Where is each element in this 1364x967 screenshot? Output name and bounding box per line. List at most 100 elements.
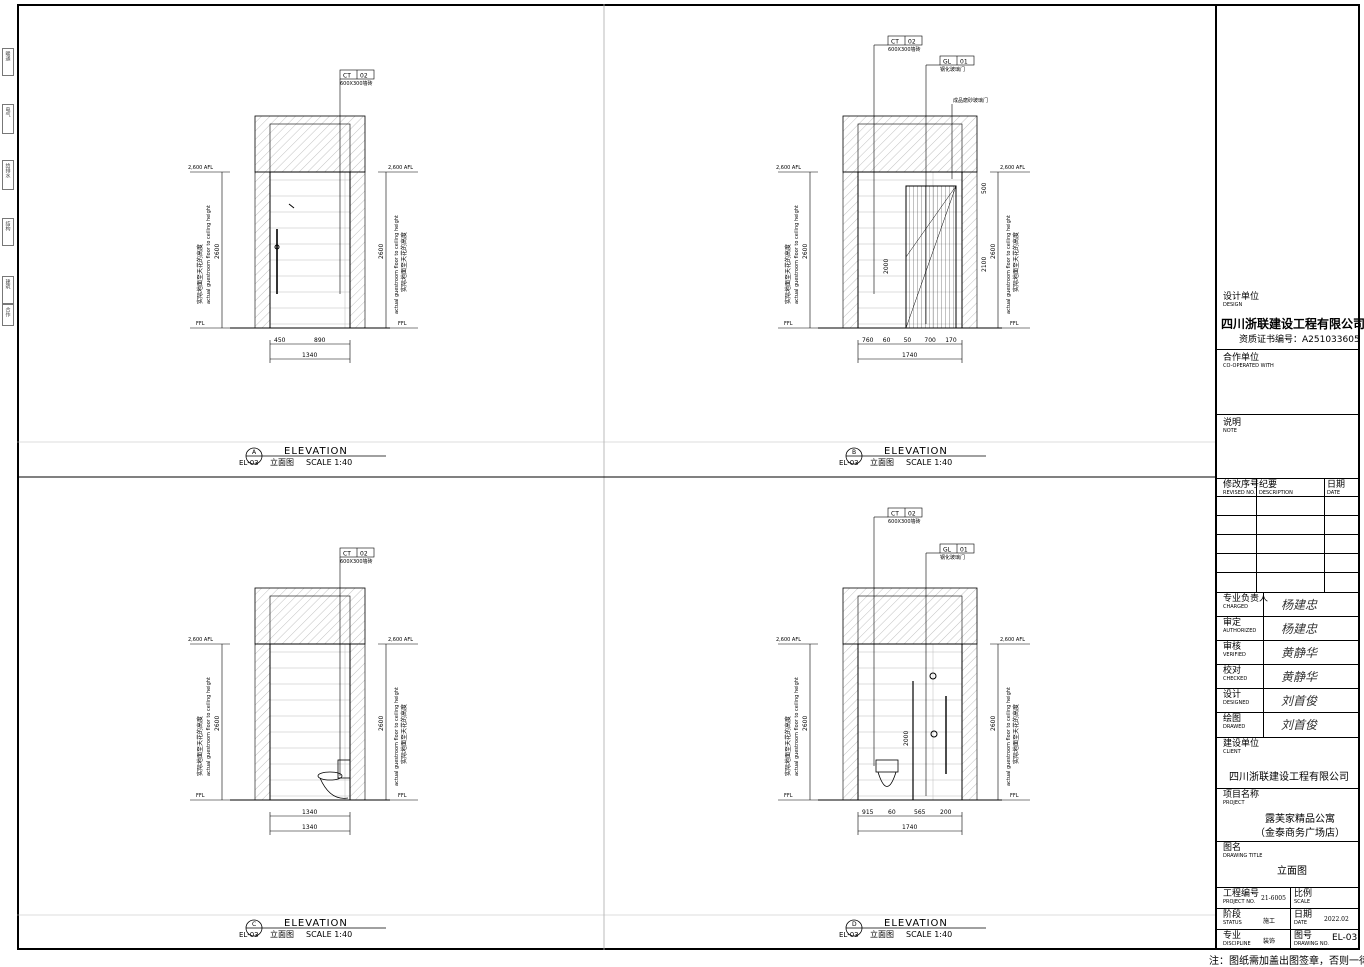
right-afl-label: 2,600 AFL: [1000, 165, 1025, 171]
role-signature-2: 黄静华: [1281, 646, 1318, 660]
left-height-en: actual guestroom floor to ceiling height: [206, 677, 212, 776]
dim-value-4: 170: [945, 337, 957, 344]
elevation-sheet: EL-03: [239, 931, 259, 939]
gl-tag-num: 01: [960, 547, 968, 554]
dim-value-3: 200: [940, 809, 952, 816]
elevation-subtitle: 立面图: [270, 457, 294, 467]
role-signature-0: 杨建忠: [1281, 598, 1318, 612]
elevation-subtitle: 立面图: [870, 929, 894, 939]
d-2000: 2000: [903, 731, 910, 746]
gl-tag-num: 01: [960, 59, 968, 66]
mixer-valve: [930, 730, 938, 738]
b-500: 500: [981, 182, 988, 194]
side-tab-architecture: 建筑: [2, 276, 14, 304]
dim-value-2: 50: [904, 337, 912, 344]
elevation-scale: SCALE 1:40: [906, 930, 952, 939]
elevation-subtitle: 立面图: [870, 457, 894, 467]
left-height-value: 2600: [802, 716, 809, 731]
ct-tag-num: 02: [908, 511, 916, 518]
project-name: 露芙家精品公寓: [1265, 814, 1335, 825]
right-height-en: actual guestroom floor to ceiling height: [394, 215, 400, 314]
right-height-value: 2600: [378, 244, 385, 259]
dim-total: 1340: [302, 352, 317, 359]
elevation-heading: ELEVATION: [284, 446, 348, 457]
right-height-en: actual guestroom floor to ceiling height: [394, 687, 400, 786]
shower-head: [288, 203, 295, 209]
left-height-en: actual guestroom floor to ceiling height: [206, 205, 212, 304]
left-height-cn: 实际地面至天花的高度: [784, 716, 792, 776]
b-2100: 2100: [981, 257, 988, 272]
right-wall: [349, 171, 366, 329]
right-wall: [349, 643, 366, 801]
elevation-heading: ELEVATION: [884, 446, 948, 457]
ct-tag-num: 02: [360, 551, 368, 558]
elevation-letter: B: [852, 449, 856, 456]
gl-tag-desc: 钢化玻璃门: [940, 66, 965, 73]
toilet-seat: [317, 771, 343, 781]
toilet-bowl: [319, 777, 349, 799]
left-afl-label: 2,600 AFL: [188, 637, 213, 643]
right-wall: [961, 643, 978, 801]
left-ffl-label: FFL: [196, 321, 205, 327]
right-height-value: 2600: [378, 716, 385, 731]
status-value: 施工: [1263, 918, 1276, 925]
door-swing: [905, 185, 957, 329]
b-2000: 2000: [883, 259, 890, 274]
dim-value-1: 60: [888, 809, 896, 816]
right-height-value: 2600: [990, 716, 997, 731]
right-wall: [961, 171, 978, 329]
left-height-value: 2600: [802, 244, 809, 259]
soffit-hatch: [842, 115, 978, 173]
right-height-cn: 实际地面至天花的高度: [1012, 232, 1020, 292]
soffit-hatch: [254, 587, 366, 645]
ct-tag-desc: 600X300墙砖: [340, 558, 373, 565]
dim-value-0: 915: [862, 809, 874, 816]
shower-head: [929, 672, 937, 680]
client-name: 四川浙联建设工程有限公司: [1229, 772, 1349, 783]
right-height-en: actual guestroom floor to ceiling height: [1006, 215, 1012, 314]
elevation-subtitle: 立面图: [270, 929, 294, 939]
role-signature-4: 刘首俊: [1281, 694, 1318, 708]
side-tab-structure: 结构: [2, 218, 14, 246]
footer-note: 注：图纸需加盖出图签章，否则一律无效。: [1209, 956, 1364, 967]
side-tab-electrical: 电气: [2, 104, 14, 134]
ct-tag-desc: 600X300墙砖: [340, 80, 373, 87]
left-height-cn: 实际地面至天花的高度: [196, 716, 204, 776]
right-height-cn: 实际地面至天花的高度: [400, 232, 408, 292]
left-height-cn: 实际地面至天花的高度: [196, 244, 204, 304]
door-swing-2: [905, 185, 957, 258]
tile-field: [269, 171, 351, 329]
gl-tag-code: GL: [943, 547, 952, 554]
right-ffl-label: FFL: [398, 793, 407, 799]
left-afl-label: 2,600 AFL: [776, 637, 801, 643]
elevation-scale: SCALE 1:40: [906, 458, 952, 467]
left-wall: [254, 643, 271, 801]
tile-field: [857, 643, 963, 801]
role-signature-5: 刘首俊: [1281, 718, 1318, 732]
left-afl-label: 2,600 AFL: [188, 165, 213, 171]
dim-value-1: 890: [314, 337, 326, 344]
right-height-value: 2600: [990, 244, 997, 259]
left-ffl-label: FFL: [784, 793, 793, 799]
right-height-cn: 实际地面至天花的高度: [1012, 704, 1020, 764]
ct-tag-code: CT: [343, 73, 351, 80]
date-value: 2022.02: [1324, 916, 1349, 923]
tile-field: [269, 643, 351, 801]
right-afl-label: 2,600 AFL: [388, 637, 413, 643]
toilet-tank: [337, 759, 351, 779]
